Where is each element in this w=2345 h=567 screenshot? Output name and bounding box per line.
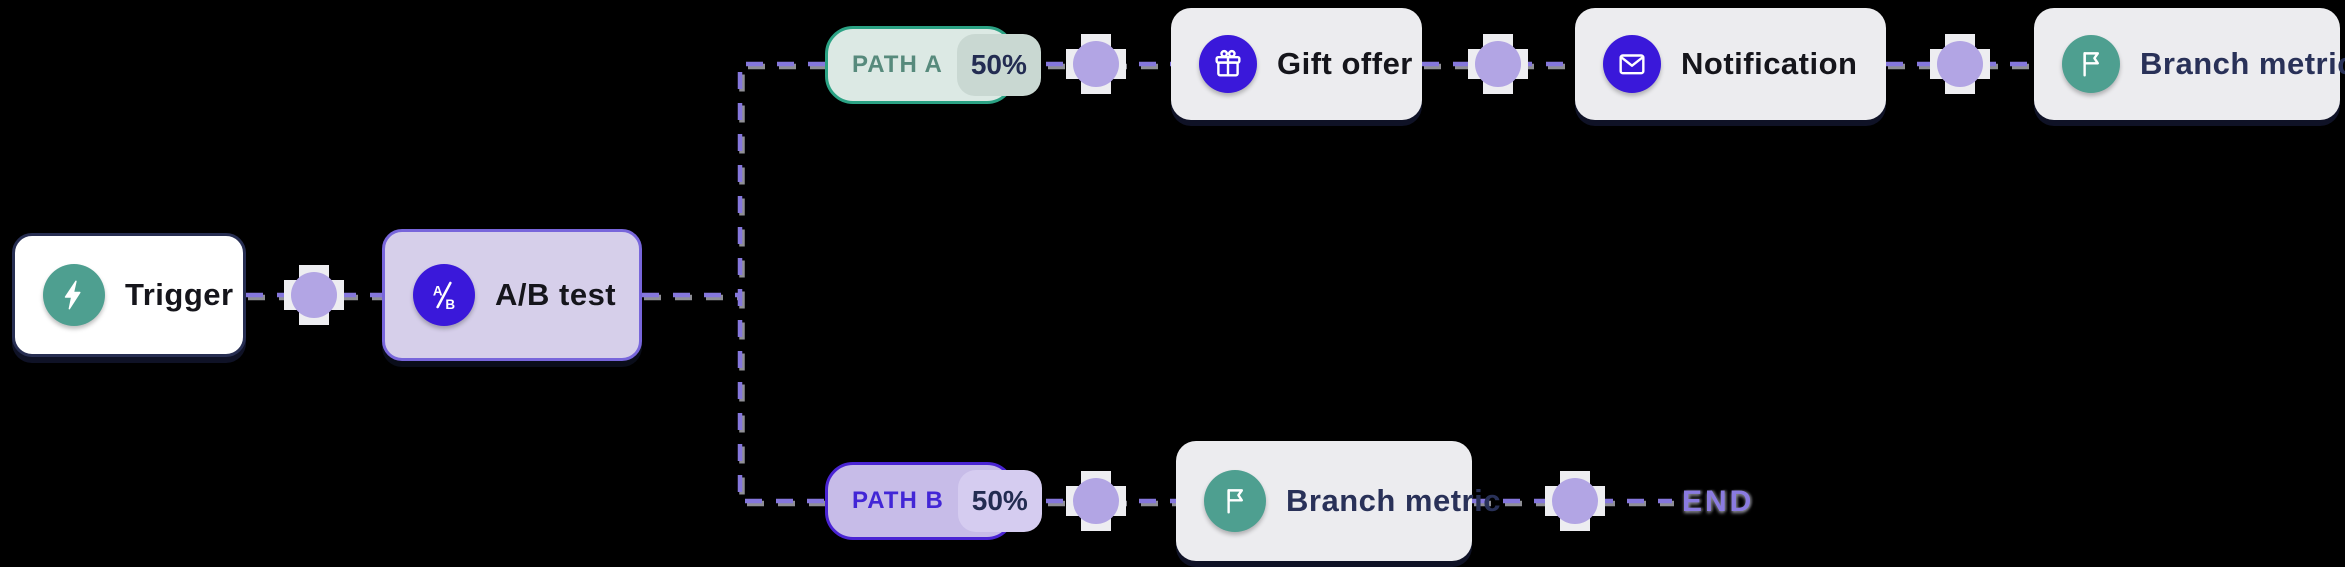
dot-core — [1475, 41, 1521, 87]
path-b-percentage: 50% — [957, 470, 1042, 532]
badge-path-a[interactable]: PATH A 50% — [825, 26, 1041, 104]
path-a-label: PATH A — [852, 51, 943, 78]
node-branch-metric-a[interactable]: Branch metric — [2034, 8, 2345, 120]
dot-core — [1937, 41, 1983, 87]
connector-add-button[interactable] — [1468, 34, 1528, 94]
connector-add-button[interactable] — [1930, 34, 1990, 94]
dot-core — [1552, 478, 1598, 524]
svg-text:B: B — [445, 297, 455, 312]
node-branch-metric-b[interactable]: Branch metric — [1176, 441, 1500, 561]
flag-icon — [2062, 35, 2120, 93]
ab-split-icon: A B — [413, 264, 475, 326]
end-label: END — [1682, 485, 1755, 518]
path-b-label: PATH B — [852, 487, 944, 514]
path-a-percentage: 50% — [956, 34, 1041, 96]
node-label: Notification — [1681, 46, 1858, 81]
node-label: Trigger — [125, 277, 234, 312]
connector-add-button[interactable] — [1066, 34, 1126, 94]
node-label: Gift offer — [1277, 46, 1413, 81]
lightning-icon — [43, 264, 105, 326]
node-gift-offer[interactable]: Gift offer — [1171, 8, 1422, 120]
node-ab-test[interactable]: A B A/B test — [382, 229, 642, 361]
connector-add-button[interactable] — [1545, 471, 1605, 531]
gift-icon — [1199, 35, 1257, 93]
dot-core — [291, 272, 337, 318]
svg-text:A: A — [433, 283, 443, 298]
mail-icon — [1603, 35, 1661, 93]
dot-core — [1073, 41, 1119, 87]
connector-add-button[interactable] — [1066, 471, 1126, 531]
node-notification[interactable]: Notification — [1575, 8, 1886, 120]
flag-icon — [1204, 470, 1266, 532]
node-label: A/B test — [495, 277, 617, 312]
connector-add-button[interactable] — [284, 265, 344, 325]
dot-core — [1073, 478, 1119, 524]
badge-path-b[interactable]: PATH B 50% — [825, 462, 1042, 540]
node-label: Branch metric — [2140, 46, 2345, 81]
node-label: Branch metric — [1286, 483, 1501, 518]
node-trigger[interactable]: Trigger — [12, 233, 246, 357]
